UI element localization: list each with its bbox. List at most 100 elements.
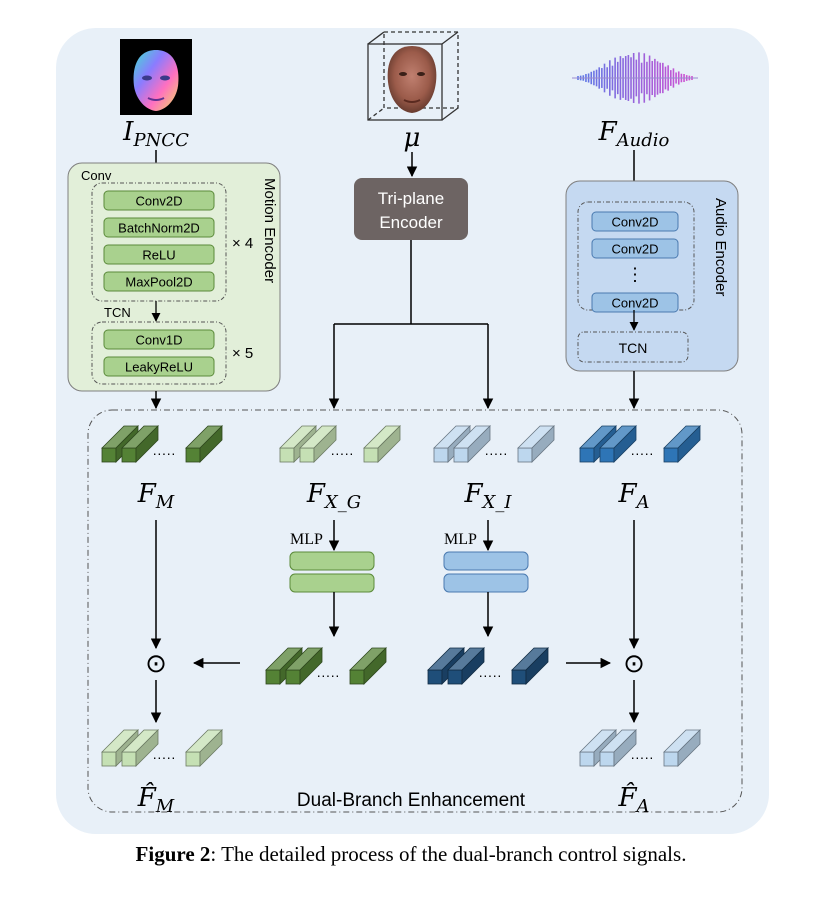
conv-layer-box [103,190,215,211]
audio-layer-label: ⋮ [626,265,644,285]
feature-fxg-blocks: ····· [279,425,401,463]
enhanced-i-blocks: ····· [427,647,549,685]
hadamard-left: ⊙ [145,648,167,678]
enhancement-label: Dual-Branch Enhancement [297,790,526,811]
audio-tcn-group [577,331,689,363]
feature-cube [121,751,137,767]
feature-cube [579,447,595,463]
audio-encoder-title: Audio Encoder [712,198,729,296]
conv-layer-label: BatchNorm2D [118,221,200,236]
fa-hat-blocks: ····· [579,729,701,767]
tcn-layer-label: LeakyReLU [125,360,193,375]
feature-cube-side [525,647,549,685]
conv-layer-label: MaxPool2D [125,275,192,290]
feature-cube [185,751,201,767]
feature-cube [663,447,679,463]
feature-cube-side [461,647,485,685]
feature-cube [349,669,365,685]
feature-cube [663,751,679,767]
ellipsis-dots: ····· [484,445,507,461]
motion-encoder: Motion Encoder Conv Conv2D BatchNorm2D ReL… [67,162,281,392]
caption-text: : The detailed process of the dual-branc… [210,842,687,866]
audio-layer-label: Conv2D [612,296,659,311]
ellipsis-dots: ····· [630,749,653,765]
caption-prefix: Figure 2 [135,842,211,866]
conv-layer-box [103,244,215,265]
feature-cube [285,669,301,685]
mlp-right-layer-1 [443,551,529,571]
feature-cube [433,447,449,463]
pncc-label: IPNCC [122,117,189,151]
feature-cube-side [363,647,387,685]
feature-fm-blocks: ····· [101,425,223,463]
face-cube-image [367,31,459,121]
motion-encoder-title: Motion Encoder [261,178,278,283]
pncc-face-image [120,39,192,115]
tcn-layer-box [103,356,215,377]
tcn-layer-label: Conv1D [136,333,183,348]
feature-cube-side [299,647,323,685]
feature-cube-side [199,729,223,767]
fa-hat-label: F̂A [617,782,649,817]
feature-cube [517,447,533,463]
mlp-left-layer-1 [289,551,375,571]
enhanced-g-blocks: ····· [265,647,387,685]
audio-layer-box [591,211,679,232]
feature-cube [599,751,615,767]
feature-cube-side [377,425,401,463]
mlp-left-layer-2 [289,573,375,593]
conv-layer-box [103,271,215,292]
feature-cube [453,447,469,463]
feature-cube [101,447,117,463]
conv-layer-box [103,217,215,238]
feature-cube [265,669,281,685]
fxi-label: FX_I [464,479,513,513]
mlp-right-label: MLP [444,531,477,548]
feature-cube [599,447,615,463]
conv-group [91,182,227,302]
audio-layer-label: Conv2D [612,242,659,257]
feature-cube-side [677,425,701,463]
feature-cube [185,447,201,463]
fm-hat-label: F̂M [137,782,175,817]
audio-label: FAudio [598,117,670,151]
ellipsis-dots: ····· [630,445,653,461]
audio-tcn-label: TCN [619,340,648,356]
fxg-label: FX_G [306,479,361,513]
ellipsis-dots: ····· [478,667,501,683]
tcn-layer-box [103,329,215,350]
fa-label: FA [617,479,649,513]
feature-cube-side [613,425,637,463]
feature-cube-side [199,425,223,463]
conv-layer-label: ReLU [142,248,175,263]
feature-cube [121,447,137,463]
tcn-repeat: × 5 [232,345,253,362]
conv-layers: Conv2D BatchNorm2D ReLU MaxPool2D [103,190,215,292]
fm-label: FM [137,479,175,513]
mlp-left-label: MLP [290,531,323,548]
audio-layer-box [591,292,679,313]
mu-label: μ [404,123,421,153]
audio-layer-box [591,238,679,259]
feature-cube-side [613,729,637,767]
svg-text:Tri-plane: Tri-plane [378,189,444,208]
ellipsis-dots: ····· [316,667,339,683]
feature-cube [427,669,443,685]
fm-hat-blocks: ····· [101,729,223,767]
conv-layer-label: Conv2D [136,194,183,209]
triplane-encoder: Tri-plane Encoder [354,178,468,240]
mlp-right-layer-2 [443,573,529,593]
feature-cube [279,447,295,463]
feature-cube-side [677,729,701,767]
feature-cube [101,751,117,767]
feature-cube [363,447,379,463]
hadamard-right: ⊙ [623,648,645,678]
feature-cube-side [467,425,491,463]
feature-fa-blocks: ····· [579,425,701,463]
conv-group-label: Conv [81,168,112,183]
audio-waveform-image [572,52,698,104]
figure-caption: Figure 2: The detailed process of the du… [0,842,822,867]
tcn-group-label: TCN [104,305,131,320]
